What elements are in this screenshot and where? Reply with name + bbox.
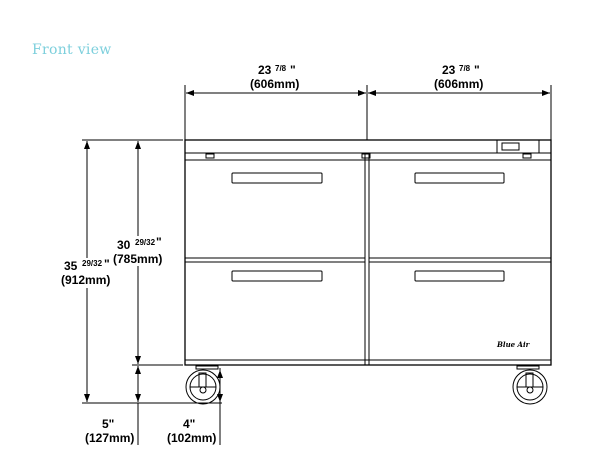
width-right-metric: (606mm) <box>434 77 483 91</box>
total-height-metric: (912mm) <box>61 273 110 287</box>
width-right-fraction: 7/8 <box>459 64 471 73</box>
width-left-unit: " <box>290 63 296 77</box>
view-title: Front view <box>32 42 112 58</box>
width-left-fraction: 7/8 <box>275 64 287 73</box>
caster-diameter-value: 4" <box>183 417 195 431</box>
caster-height-metric: (127mm) <box>85 431 134 445</box>
body-height-whole: 30 <box>117 238 131 252</box>
body-height-metric: (785mm) <box>113 252 162 266</box>
drawer-handle <box>414 270 505 282</box>
total-height-label: 35 29/32 " (912mm) <box>60 257 120 288</box>
caster-left <box>185 365 221 405</box>
caster-height-value: 5" <box>102 417 114 431</box>
control-panel <box>496 139 540 154</box>
body-height-unit: " <box>156 235 162 249</box>
width-right-label: 23 7/8 " (606mm) <box>434 63 483 91</box>
caster-diameter-metric: (102mm) <box>167 431 216 445</box>
width-dimension-line <box>184 85 552 140</box>
drawer-handle <box>414 172 505 184</box>
width-left-label: 23 7/8 " (606mm) <box>250 63 299 91</box>
width-right-unit: " <box>474 63 480 77</box>
total-height-fraction: 29/32 <box>82 259 103 268</box>
body-height-label: 30 29/32 " (785mm) <box>112 235 168 266</box>
width-left-whole: 23 <box>258 63 272 77</box>
caster-right <box>512 365 548 405</box>
height-dimension-lines <box>82 139 223 445</box>
caster-height-label: 5" (127mm) <box>85 417 134 445</box>
cabinet <box>184 139 552 366</box>
caster-diameter-label: 4" (102mm) <box>167 417 216 445</box>
width-left-metric: (606mm) <box>250 77 299 91</box>
body-height-fraction: 29/32 <box>135 238 156 247</box>
width-right-whole: 23 <box>442 63 456 77</box>
total-height-whole: 35 <box>64 259 78 273</box>
brand-logo: Blue Air <box>496 340 531 349</box>
total-height-unit: " <box>104 257 110 271</box>
drawer-handle <box>231 172 323 184</box>
drawer-handle <box>231 270 323 282</box>
